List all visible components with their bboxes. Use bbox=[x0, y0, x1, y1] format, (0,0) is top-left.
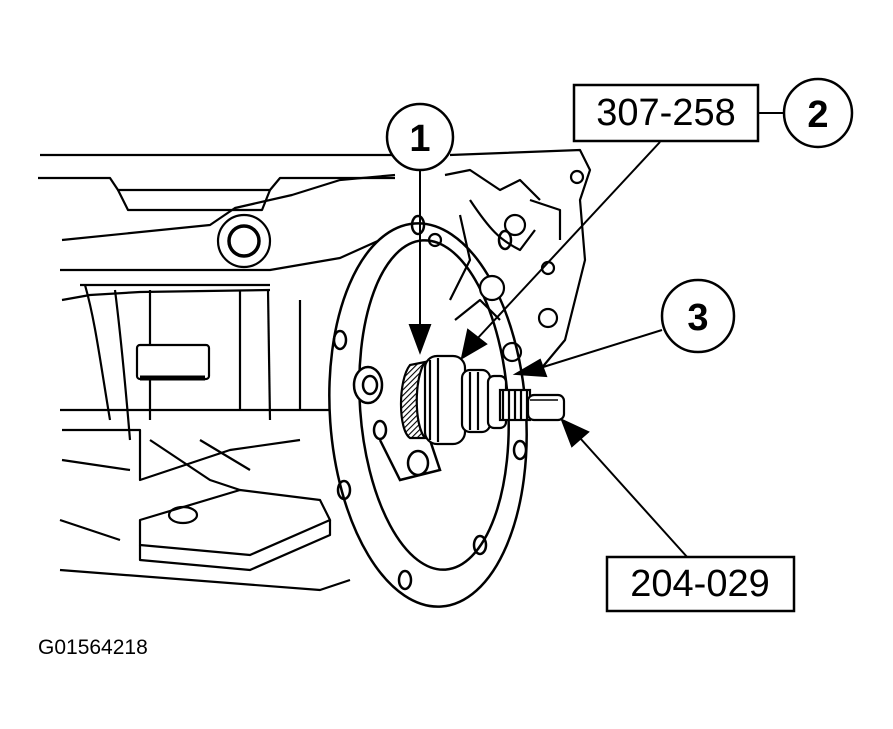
svg-text:2: 2 bbox=[807, 94, 828, 136]
leader-lines bbox=[408, 112, 783, 559]
transmission-case bbox=[38, 153, 400, 592]
rear-housing bbox=[427, 148, 592, 371]
svg-text:204-029: 204-029 bbox=[630, 563, 769, 605]
arrow-2 bbox=[460, 328, 488, 361]
tool-label-204-029: 204-029 bbox=[605, 555, 796, 613]
svg-text:1: 1 bbox=[409, 118, 430, 160]
tool-label-307-258: 307-258 bbox=[572, 83, 760, 143]
figure-id: G01564218 bbox=[38, 636, 148, 659]
callout-3: 3 bbox=[660, 278, 736, 354]
callout-2: 2 bbox=[782, 77, 854, 149]
arrow-1 bbox=[408, 324, 432, 355]
seal-hatched bbox=[399, 360, 428, 440]
arrow-4 bbox=[560, 418, 590, 448]
tool-assembly bbox=[399, 354, 566, 446]
svg-text:3: 3 bbox=[687, 297, 708, 339]
svg-text:307-258: 307-258 bbox=[596, 92, 735, 134]
arrow-3 bbox=[512, 358, 548, 378]
callout-1: 1 bbox=[385, 102, 455, 172]
